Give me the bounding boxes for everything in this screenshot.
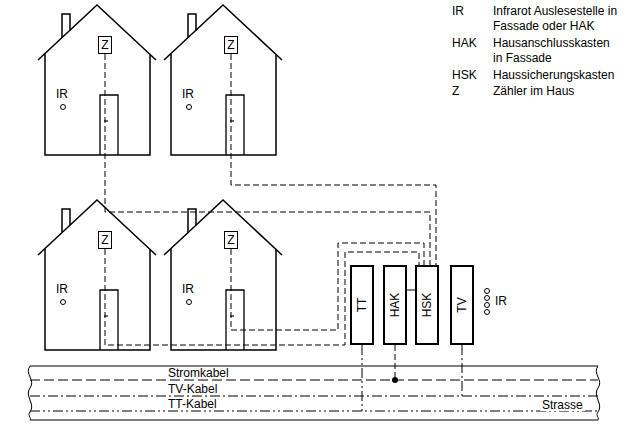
box-label: Z <box>101 38 108 52</box>
cabinet-box: HSK <box>415 265 439 345</box>
legend-key: IR <box>452 4 464 19</box>
cable-connector <box>231 54 436 265</box>
legend-key: Z <box>452 84 459 99</box>
box-label: HSK <box>420 293 434 318</box>
meter-box: Z <box>224 231 238 249</box>
box-label: Z <box>227 233 234 247</box>
cabinet-box: HAK <box>383 265 407 345</box>
ir-readout-points <box>485 289 490 315</box>
power-drop <box>395 345 396 380</box>
cable-label: Stromkabel <box>166 367 231 379</box>
house <box>38 200 156 350</box>
legend-text: Infrarot Auslesestelle in Fassade oder H… <box>493 4 619 34</box>
box-label: TV <box>455 297 469 312</box>
power-cable <box>30 380 598 381</box>
meter-box: Z <box>98 231 112 249</box>
meter-box: Z <box>98 36 112 54</box>
legend-text: Haussicherungskasten <box>493 68 619 83</box>
ir-label: IR <box>182 282 194 297</box>
house <box>38 5 156 155</box>
cable-label: TT-Kabel <box>166 398 219 410</box>
box-label: TT <box>355 298 369 313</box>
junction-dot <box>392 377 398 383</box>
street <box>28 366 599 420</box>
ir-label: IR <box>56 87 68 102</box>
tv-cable <box>30 396 598 397</box>
box-label: HAK <box>388 293 402 318</box>
cable-label: TV-Kabel <box>166 383 219 395</box>
cabinet-box: TT <box>350 265 374 345</box>
cable-connector <box>105 54 430 265</box>
legend-key: HAK <box>452 36 477 51</box>
meter-box: Z <box>224 36 238 54</box>
house <box>164 5 282 155</box>
house <box>164 200 282 350</box>
box-label: Z <box>227 38 234 52</box>
ir-label: IR <box>56 282 68 297</box>
legend-text: Hausanschlusskasten in Fassade <box>493 36 619 66</box>
ir-label: IR <box>182 87 194 102</box>
legend-key: HSK <box>452 68 477 83</box>
ir-label: IR <box>495 294 507 309</box>
cable-connector <box>105 249 419 345</box>
tt-drop <box>362 345 363 411</box>
tt-cable <box>30 411 598 412</box>
tv-drop <box>462 345 463 396</box>
cabinet-box: TV <box>450 265 474 345</box>
box-label: Z <box>101 233 108 247</box>
street-label: Strasse <box>540 399 585 411</box>
legend-text: Zähler im Haus <box>493 84 619 99</box>
cable-connector <box>407 290 415 291</box>
